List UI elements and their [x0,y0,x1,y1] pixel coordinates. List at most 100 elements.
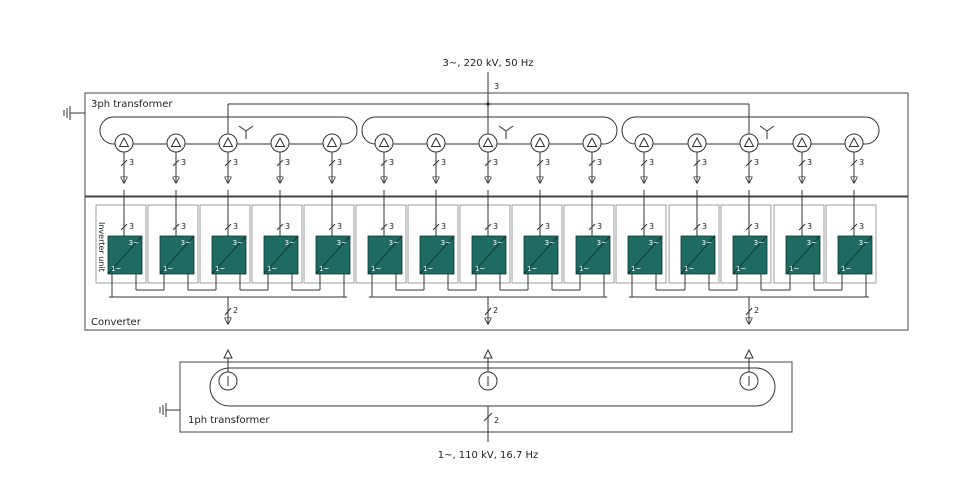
delta-icon-13 [743,136,755,147]
delta-winding-2 [166,133,186,153]
inverter-input-count-4: 3 [285,222,290,231]
delta-winding-1 [114,133,134,153]
inverter-diagonal-5 [315,235,351,275]
conductor-tick-12 [693,159,701,167]
inverter-ac-label-4: 3~ [285,239,295,247]
inverter-input-count-13: 3 [754,222,759,231]
inverter-ac-label-10: 3~ [597,239,607,247]
wye-symbol-1 [238,125,247,132]
inverter-input-count-10: 3 [597,222,602,231]
inverter-ac-label-11: 3~ [649,239,659,247]
inverter-input-count-8: 3 [493,222,498,231]
conductor-count-4: 3 [285,158,290,167]
inverter-input-tick-12 [693,223,701,231]
inverter-ac-label-2: 3~ [181,239,191,247]
inverter-diagonal-14 [785,235,821,275]
delta-winding-9 [530,133,550,153]
inverter-input-tick-15 [850,223,858,231]
conductor-tick-13 [745,159,753,167]
delta-winding-6 [374,133,394,153]
conductor-count-1: 3 [129,158,134,167]
conductor-tick-9 [536,159,544,167]
inverter-input-tick-2 [172,223,180,231]
delta-icon-3 [222,136,234,147]
conductor-count-3: 3 [233,158,238,167]
converter-output-count-2: 2 [493,306,498,315]
delta-winding-13 [739,133,759,153]
conductor-count-10: 3 [597,158,602,167]
converter-output-count-3: 2 [754,306,759,315]
conductor-tick-10 [588,159,596,167]
delta-icon-9 [534,136,546,147]
inverter-input-count-7: 3 [441,222,446,231]
delta-icon-10 [586,136,598,147]
ground-icon-bottom [159,403,180,417]
conductor-tick-11 [640,159,648,167]
transformer-1ph-input-arrow-3 [744,348,754,359]
inverter-unit-label: Inverter unit [97,222,106,272]
inverter-diagonal-8 [471,235,507,275]
delta-winding-15 [844,133,864,153]
delta-icon-12 [691,136,703,147]
converter-output-tick-3 [745,307,753,316]
conductor-count-9: 3 [545,158,550,167]
conductor-count-13: 3 [754,158,759,167]
inverter-input-tick-6 [380,223,388,231]
transformer-3ph-box [84,92,909,197]
delta-icon-4 [274,136,286,147]
inverter-diagonal-9 [523,235,559,275]
inverter-diagonal-3 [211,235,247,275]
inverter-input-count-5: 3 [337,222,342,231]
transformer-1ph-winding [209,367,776,407]
inverter-input-tick-9 [536,223,544,231]
conductor-count-8: 3 [493,158,498,167]
inverter-input-tick-3 [224,223,232,231]
delta-icon-5 [326,136,338,147]
inverter-ac-label-13: 3~ [754,239,764,247]
inverter-input-count-3: 3 [233,222,238,231]
conductor-tick-6 [380,159,388,167]
bottom-supply-label: 1~, 110 kV, 16.7 Hz [438,450,539,461]
converter-output-tick-2 [484,307,492,316]
delta-winding-12 [687,133,707,153]
transformer-1ph-label: 1ph transformer [188,415,270,426]
inverter-input-tick-8 [484,223,492,231]
inverter-dc-label-1: 1~ [111,265,121,273]
inverter-ac-label-14: 3~ [807,239,817,247]
conductor-count-15: 3 [859,158,864,167]
converter-label: Converter [91,317,142,328]
inverter-input-tick-14 [798,223,806,231]
conductor-tick-7 [432,159,440,167]
inverter-diagonal-11 [627,235,663,275]
wye-symbol-2 [505,125,514,132]
delta-winding-14 [792,133,812,153]
conductor-tick-15 [850,159,858,167]
bottom-feeder-conductor-count: 2 [494,416,499,425]
converter-box [84,196,909,331]
inverter-diagonal-13 [732,235,768,275]
inverter-ac-label-3: 3~ [233,239,243,247]
ground-icon-top [63,106,85,120]
converter-output-tick-1 [224,307,232,316]
inverter-input-tick-7 [432,223,440,231]
inverter-input-tick-10 [588,223,596,231]
delta-winding-8 [478,133,498,153]
converter-output-count-1: 2 [233,306,238,315]
inverter-ac-label-9: 3~ [545,239,555,247]
inverter-diagonal-1 [107,235,143,275]
wye-symbol-2 [498,125,507,132]
inverter-dc-label-4: 1~ [267,265,277,273]
conductor-tick-14 [798,159,806,167]
inverter-dc-label-5: 1~ [319,265,329,273]
conductor-count-11: 3 [649,158,654,167]
inverter-ac-label-7: 3~ [441,239,451,247]
conductor-count-5: 3 [337,158,342,167]
wye-symbol-1 [245,125,254,132]
conductor-count-7: 3 [441,158,446,167]
inverter-input-count-6: 3 [389,222,394,231]
conductor-count-2: 3 [181,158,186,167]
inverter-input-tick-13 [745,223,753,231]
wye-symbol-3 [766,125,775,132]
inverter-dc-label-6: 1~ [371,265,381,273]
